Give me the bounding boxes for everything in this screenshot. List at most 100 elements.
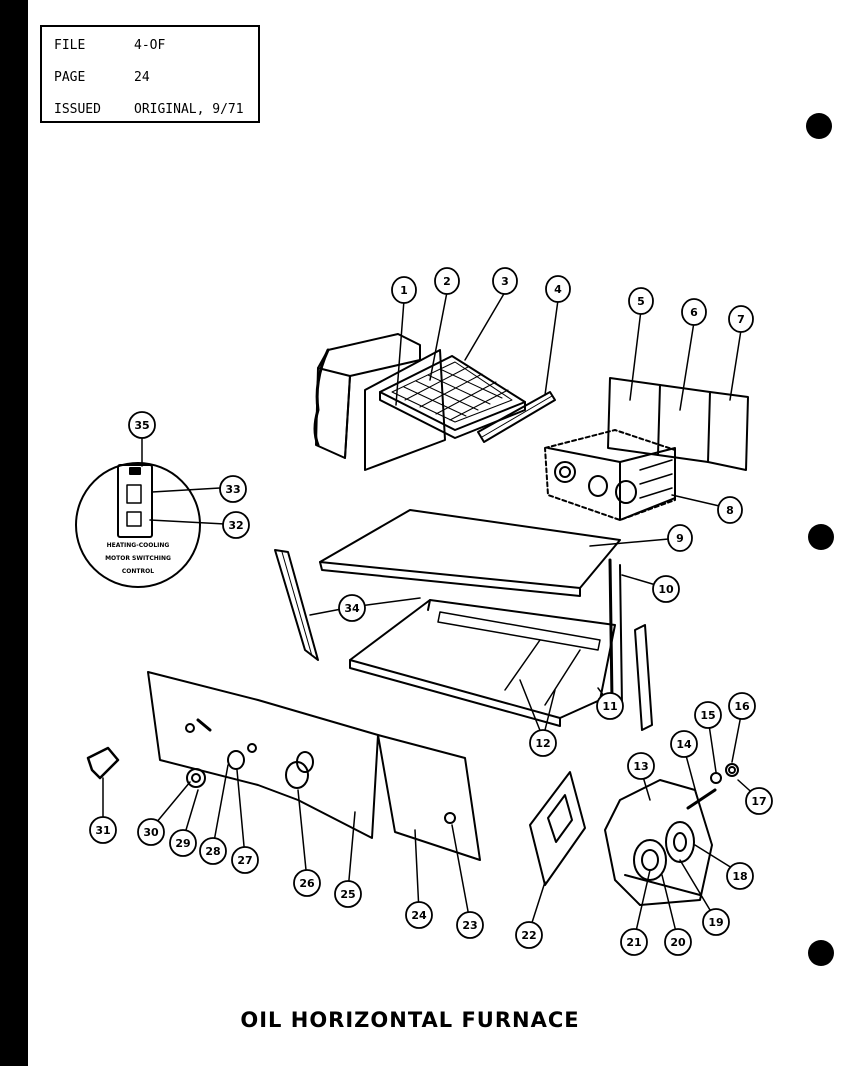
svg-text:29: 29 <box>175 837 190 850</box>
svg-text:8: 8 <box>726 504 734 517</box>
callout-4: 4 <box>545 275 571 303</box>
diagram-title: OIL HORIZONTAL FURNACE <box>240 1008 580 1032</box>
file-info-box: FILE 4-OF PAGE 24 ISSUED ORIGINAL, 9/71 <box>40 25 260 123</box>
control-inset <box>75 462 201 588</box>
svg-text:1: 1 <box>400 284 408 297</box>
callout-31: 31 <box>89 816 117 844</box>
svg-text:25: 25 <box>340 888 355 901</box>
punch-hole-bottom <box>808 940 834 966</box>
svg-text:32: 32 <box>228 519 243 532</box>
callout-15: 15 <box>694 701 722 729</box>
file-label: FILE <box>54 38 86 53</box>
svg-text:27: 27 <box>237 854 252 867</box>
svg-text:16: 16 <box>734 700 750 713</box>
callout-21: 21 <box>620 928 648 956</box>
svg-text:4: 4 <box>554 283 562 296</box>
svg-text:5: 5 <box>637 295 645 308</box>
callout-2: 2 <box>434 267 460 295</box>
side-rail-part-10 <box>634 624 653 731</box>
callout-10: 10 <box>652 575 680 603</box>
svg-text:28: 28 <box>205 845 220 858</box>
svg-text:30: 30 <box>143 826 159 839</box>
burner-box-part-8 <box>544 429 676 521</box>
base-frame-assembly <box>274 549 623 727</box>
callout-3: 3 <box>492 267 518 295</box>
burner-panels-5-6-7 <box>607 377 749 471</box>
callout-22: 22 <box>515 921 543 949</box>
side-panel-part-24 <box>377 734 481 861</box>
control-text-line-3: CONTROL <box>122 568 154 575</box>
svg-text:24: 24 <box>411 909 427 922</box>
svg-text:14: 14 <box>676 738 692 751</box>
bracket-part-31 <box>86 746 120 780</box>
callout-27: 27 <box>231 846 259 874</box>
rail-part-4 <box>477 391 556 443</box>
svg-text:2: 2 <box>443 275 451 288</box>
callout-26: 26 <box>293 869 321 897</box>
svg-text:23: 23 <box>462 919 477 932</box>
svg-text:31: 31 <box>95 824 110 837</box>
svg-text:26: 26 <box>299 877 315 890</box>
file-value: 4-OF <box>134 38 166 53</box>
top-panel-part-9 <box>319 509 621 589</box>
callout-16: 16 <box>728 692 756 720</box>
front-panel-part-25 <box>147 671 379 839</box>
callout-13: 13 <box>627 752 655 780</box>
svg-text:21: 21 <box>626 936 641 949</box>
blower-assembly-part-13 <box>604 763 739 906</box>
callout-30: 30 <box>137 818 165 846</box>
callout-32: 32 <box>222 511 250 539</box>
svg-text:20: 20 <box>670 936 686 949</box>
callout-25: 25 <box>334 880 362 908</box>
callout-12: 12 <box>529 729 557 757</box>
callout-11: 11 <box>596 692 624 720</box>
callout-23: 23 <box>456 911 484 939</box>
svg-text:15: 15 <box>700 709 715 722</box>
callout-8: 8 <box>717 496 743 524</box>
callout-28: 28 <box>199 837 227 865</box>
callout-34: 34 <box>338 594 366 622</box>
punch-hole-top <box>806 113 832 139</box>
svg-text:10: 10 <box>658 583 674 596</box>
return-plenum-assembly <box>313 333 526 471</box>
svg-text:22: 22 <box>521 929 536 942</box>
svg-text:9: 9 <box>676 532 684 545</box>
binding-edge <box>0 0 28 1066</box>
svg-text:33: 33 <box>225 483 240 496</box>
svg-text:19: 19 <box>708 916 723 929</box>
callout-18: 18 <box>726 862 754 890</box>
callout-1: 1 <box>391 276 417 304</box>
svg-text:18: 18 <box>732 870 747 883</box>
callout-7: 7 <box>728 305 754 333</box>
issued-label: ISSUED <box>54 102 101 117</box>
callout-6: 6 <box>681 298 707 326</box>
control-text-line-1: HEATING-COOLING <box>107 542 170 549</box>
issued-value: ORIGINAL, 9/71 <box>134 102 244 117</box>
callout-20: 20 <box>664 928 692 956</box>
svg-text:35: 35 <box>134 419 149 432</box>
svg-text:11: 11 <box>602 700 617 713</box>
punch-hole-middle <box>808 524 834 550</box>
svg-text:17: 17 <box>751 795 766 808</box>
callout-17: 17 <box>745 787 773 815</box>
callout-35: 35 <box>128 411 156 439</box>
callout-24: 24 <box>405 901 433 929</box>
callout-33: 33 <box>219 475 247 503</box>
svg-text:13: 13 <box>633 760 648 773</box>
callout-14: 14 <box>670 730 698 758</box>
callout-29: 29 <box>169 829 197 857</box>
page-value: 24 <box>134 70 150 85</box>
svg-text:34: 34 <box>344 602 360 615</box>
callout-5: 5 <box>628 287 654 315</box>
svg-text:3: 3 <box>501 275 509 288</box>
page-label: PAGE <box>54 70 86 85</box>
access-panel-part-22 <box>529 771 586 886</box>
callout-19: 19 <box>702 908 730 936</box>
control-text-line-2: MOTOR SWITCHING <box>105 555 171 562</box>
svg-text:12: 12 <box>535 737 550 750</box>
svg-text:7: 7 <box>737 313 745 326</box>
svg-text:6: 6 <box>690 306 698 319</box>
panel-part-1 <box>364 349 446 471</box>
callout-9: 9 <box>667 524 693 552</box>
